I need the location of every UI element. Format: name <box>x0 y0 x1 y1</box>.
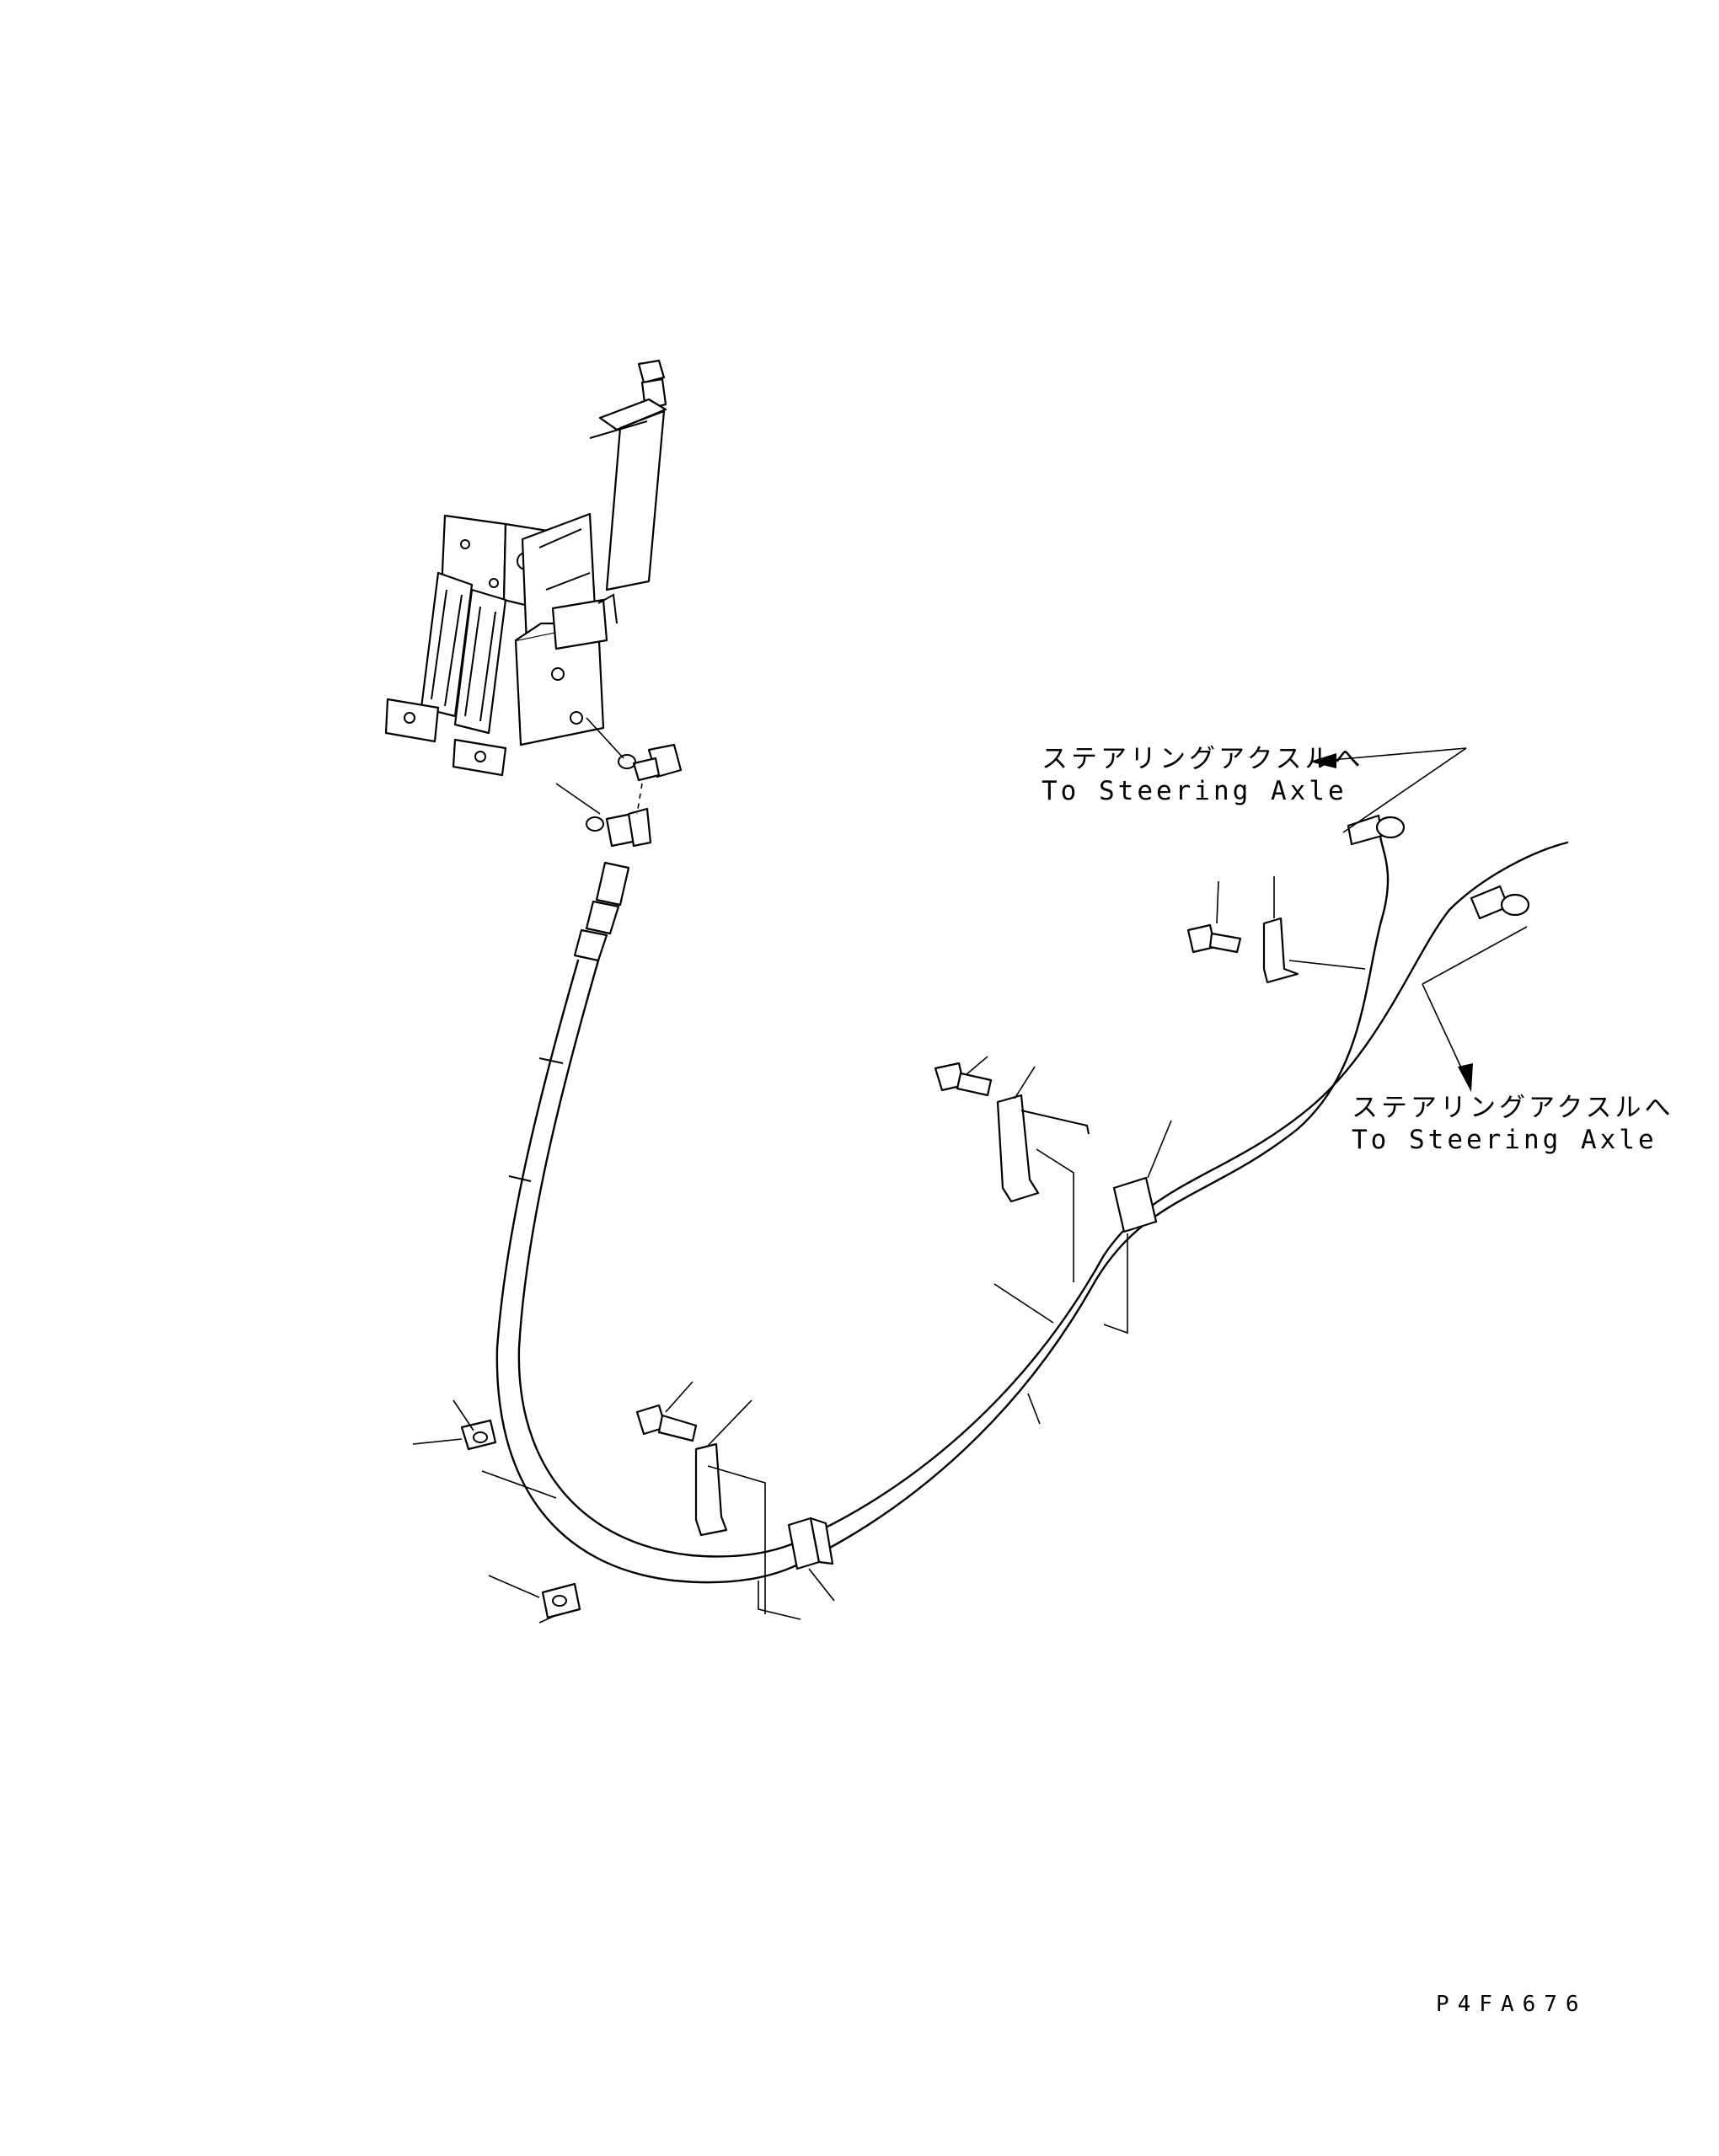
hose-clip-lower-left-1 <box>460 1419 497 1451</box>
leader-line <box>555 717 624 815</box>
callout-upper-en: To Steering Axle <box>1042 776 1347 806</box>
drawing-reference-code: P4FA676 <box>1436 1992 1588 2017</box>
leader-lines <box>412 876 1366 1624</box>
steering-column-assembly <box>384 359 667 777</box>
callout-lower-en: To Steering Axle <box>1352 1125 1657 1155</box>
callout-upper: ステアリングアクスルへ To Steering Axle <box>1042 743 1364 807</box>
bolt-upper <box>1186 923 1242 954</box>
hose-clip-middle <box>1112 1176 1158 1233</box>
hose-clip-lower-left-2 <box>541 1582 581 1619</box>
hose-end-fitting <box>573 861 630 962</box>
bolt-middle <box>934 1062 993 1097</box>
bracket-upper <box>1262 917 1299 984</box>
callout-lower: ステアリングアクスルへ To Steering Axle <box>1352 1092 1674 1156</box>
hose-clamp-block <box>787 1517 834 1570</box>
callout-upper-jp: ステアリングアクスルへ <box>1042 744 1364 774</box>
bolt-lower <box>635 1404 698 1442</box>
callout-arrows-upper <box>1309 747 1467 833</box>
hose-end-upper-right <box>1347 814 1406 846</box>
bracket-middle <box>996 1094 1090 1203</box>
elbow-fitting-upper <box>618 743 683 782</box>
callout-lower-jp: ステアリングアクスルへ <box>1352 1093 1674 1123</box>
callout-arrows-lower <box>1422 926 1528 1092</box>
elbow-fitting-lower <box>586 807 652 848</box>
hydraulic-hose-pair <box>495 824 1569 1584</box>
hose-end-lower-right <box>1470 885 1530 920</box>
leader-line <box>636 783 643 815</box>
bracket-lower <box>694 1442 728 1537</box>
